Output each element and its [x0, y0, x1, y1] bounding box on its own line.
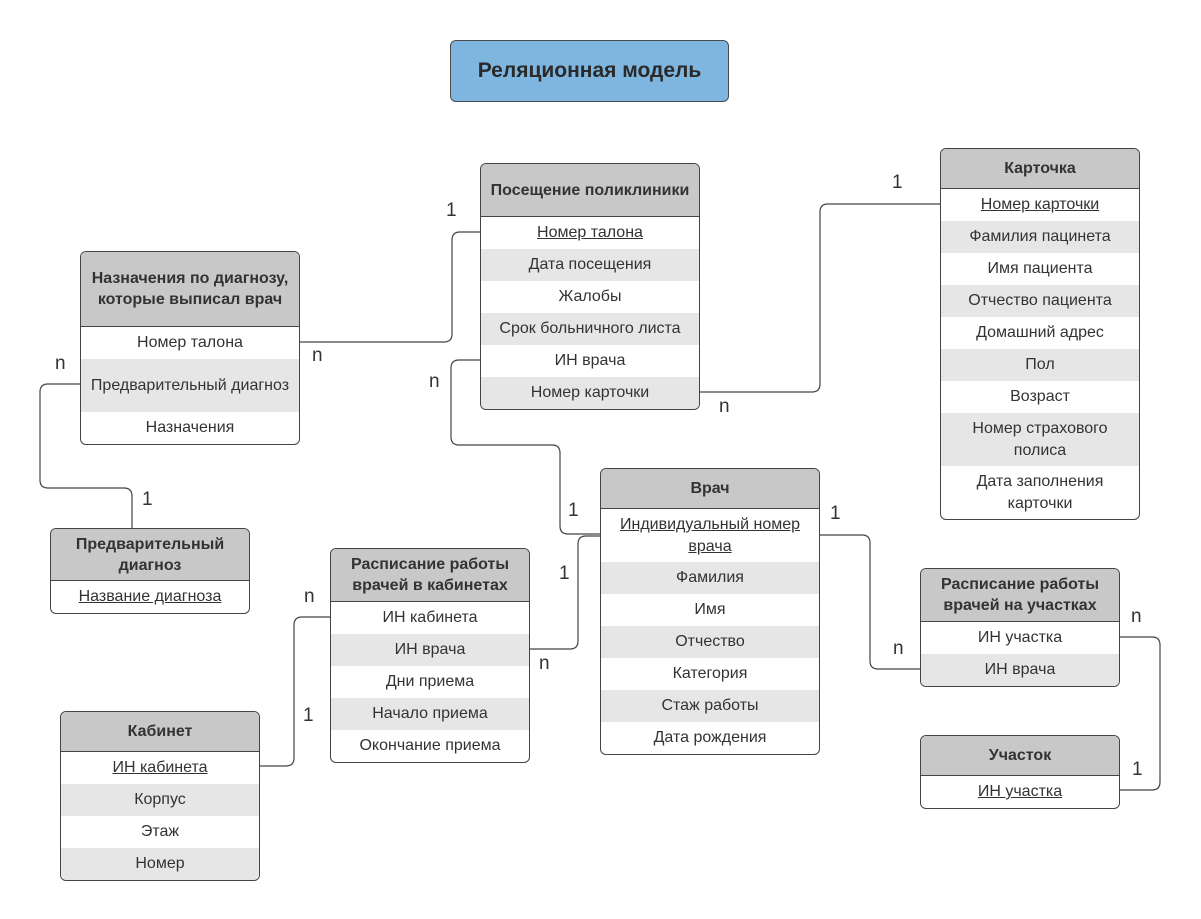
connector-cabsched-cabinet — [260, 616, 331, 767]
cardinality-label: n — [55, 353, 66, 374]
entity-row: Окончание приема — [359, 737, 501, 754]
cardinality-label: n — [429, 371, 440, 392]
entity-row: Категория — [672, 665, 748, 682]
connector-areasched-area — [1120, 636, 1161, 791]
cardinality-label: 1 — [142, 489, 153, 510]
entity-row: Возраст — [1010, 388, 1070, 405]
entity-row-pk: Название диагноза — [78, 588, 222, 605]
cardinality-label: 1 — [568, 500, 579, 521]
cardinality-label: 1 — [559, 563, 570, 584]
entity-row: Дни приема — [385, 673, 475, 690]
entity-row: Фамилия — [601, 562, 819, 594]
entity-row: Номер карточки — [481, 377, 699, 409]
cardinality-label: n — [1131, 606, 1142, 627]
entity-row: Дата посещения — [481, 249, 699, 281]
entity-doctor: Врач Индивидуальный номер врача Фамилия … — [600, 468, 820, 755]
connector-visit-doctor — [450, 359, 601, 535]
entity-row: Фамилия пацинета — [941, 221, 1139, 253]
entity-cabinet: Кабинет ИН кабинета Корпус Этаж Номер — [60, 711, 260, 881]
entity-row: Отчество пациента — [941, 285, 1139, 317]
entity-row: ИН врача — [921, 654, 1119, 686]
entity-header: Посещение поликлиники — [481, 164, 699, 217]
entity-row: Номер талона — [137, 334, 243, 351]
entity-row: Имя — [694, 601, 726, 618]
entity-row: Дата рождения — [653, 729, 767, 746]
cardinality-label: 1 — [892, 172, 903, 193]
entity-row-pk: ИН кабинета — [112, 759, 208, 776]
entity-row-pk: Индивидуальный номер врача — [619, 515, 801, 555]
entity-header: Расписание работы врачей на участках — [921, 569, 1119, 622]
entity-row: Номер страхового полиса — [941, 413, 1139, 466]
cardinality-label: 1 — [1132, 759, 1143, 780]
connector-doctor-cabsched — [530, 535, 601, 650]
entity-row-pk: Номер карточки — [980, 196, 1100, 213]
entity-header: Расписание работы врачей в кабинетах — [331, 549, 529, 602]
entity-row: Домашний адрес — [976, 324, 1104, 341]
entity-row-pk: Номер талона — [537, 224, 643, 241]
cardinality-label: 1 — [446, 200, 457, 221]
connector-assign-prediag — [39, 383, 133, 530]
entity-row: Дата заполнения карточки — [976, 472, 1104, 512]
entity-row: Корпус — [61, 784, 259, 816]
entity-row: Стаж работы — [601, 690, 819, 722]
entity-row: Жалобы — [558, 288, 622, 305]
entity-header: Врач — [601, 469, 819, 509]
entity-row: Отчество — [601, 626, 819, 658]
cardinality-label: n — [719, 396, 730, 417]
entity-row: ИН врача — [554, 352, 626, 369]
entity-row: ИН кабинета — [382, 609, 478, 626]
entity-row: Срок больничного листа — [481, 313, 699, 345]
entity-header: Предварительный диагноз — [51, 529, 249, 581]
connector-visit-card — [700, 203, 941, 393]
entity-area: Участок ИН участка — [920, 735, 1120, 809]
cardinality-label: 1 — [830, 503, 841, 524]
entity-header: Кабинет — [61, 712, 259, 752]
entity-row: Пол — [941, 349, 1139, 381]
cardinality-label: n — [312, 345, 323, 366]
entity-visit: Посещение поликлиники Номер талона Дата … — [480, 163, 700, 410]
entity-header: Назначения по диагнозу, которые выписал … — [81, 252, 299, 327]
entity-assign: Назначения по диагнозу, которые выписал … — [80, 251, 300, 445]
cardinality-label: 1 — [303, 705, 314, 726]
entity-row: Предварительный диагноз — [81, 359, 299, 412]
entity-row: Назначения — [145, 419, 235, 436]
diagram-title: Реляционная модель — [450, 40, 729, 102]
connector-visit-assign — [300, 231, 481, 343]
cardinality-label: n — [893, 638, 904, 659]
entity-header: Участок — [921, 736, 1119, 776]
entity-area-schedule: Расписание работы врачей на участках ИН … — [920, 568, 1120, 687]
entity-row-pk: ИН участка — [977, 783, 1063, 800]
entity-row: ИН участка — [977, 629, 1063, 646]
entity-cab-schedule: Расписание работы врачей в кабинетах ИН … — [330, 548, 530, 763]
entity-row: ИН врача — [331, 634, 529, 666]
cardinality-label: n — [304, 586, 315, 607]
entity-row: Этаж — [140, 823, 180, 840]
entity-header: Карточка — [941, 149, 1139, 189]
entity-row: Имя пациента — [987, 260, 1093, 277]
entity-card: Карточка Номер карточки Фамилия пацинета… — [940, 148, 1140, 520]
entity-row: Начало приема — [331, 698, 529, 730]
entity-row: Номер — [61, 848, 259, 880]
cardinality-label: n — [539, 653, 550, 674]
entity-prediag: Предварительный диагноз Название диагноз… — [50, 528, 250, 614]
connector-doctor-areasched — [820, 534, 921, 670]
